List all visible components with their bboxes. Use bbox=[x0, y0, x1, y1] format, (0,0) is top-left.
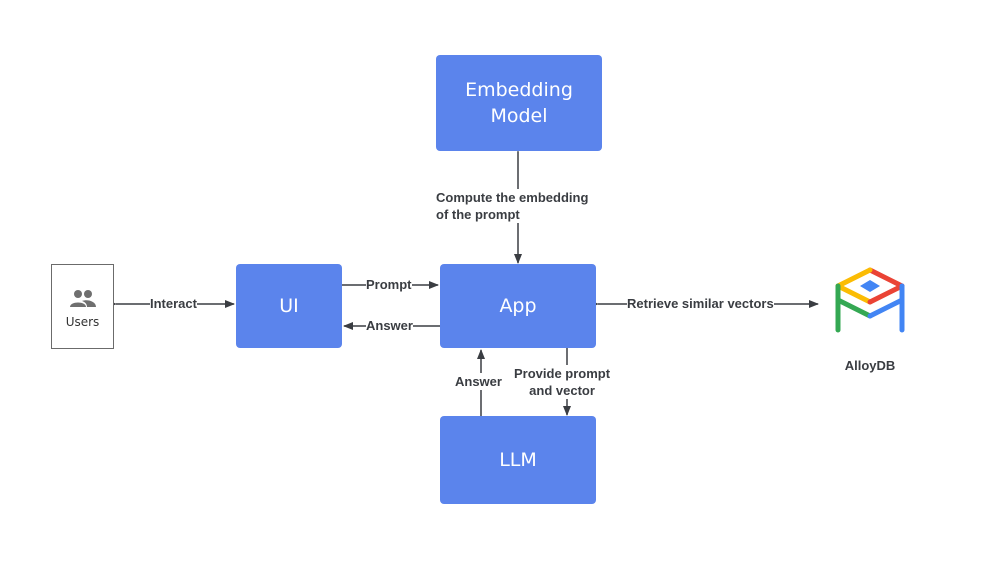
users-label: Users bbox=[65, 315, 100, 329]
prompt-label: Prompt bbox=[366, 276, 412, 293]
users-icon bbox=[70, 290, 96, 307]
app-label: App bbox=[499, 295, 537, 317]
embedding-model-line2: Model bbox=[490, 105, 548, 127]
alloydb-logo-icon bbox=[835, 267, 905, 333]
ui-label: UI bbox=[279, 295, 299, 317]
compute-line1: Compute the embedding bbox=[436, 190, 589, 205]
compute-line2: of the prompt bbox=[436, 207, 520, 222]
retrieve-vectors-label: Retrieve similar vectors bbox=[627, 295, 774, 312]
ui-node: UI bbox=[236, 264, 342, 348]
users-node: Users bbox=[51, 264, 114, 349]
answer-from-llm-label: Answer bbox=[455, 373, 502, 390]
embedding-model-node: Embedding Model bbox=[436, 55, 602, 151]
provide-line1: Provide prompt bbox=[514, 366, 611, 381]
answer-to-ui-label: Answer bbox=[366, 317, 413, 334]
compute-embedding-label: Compute the embedding of the prompt bbox=[436, 189, 589, 223]
app-node: App bbox=[440, 264, 596, 348]
embedding-model-line1: Embedding bbox=[465, 79, 573, 101]
llm-label: LLM bbox=[499, 449, 537, 471]
alloydb-label: AlloyDB bbox=[844, 358, 896, 373]
provide-prompt-label: Provide prompt and vector bbox=[514, 365, 611, 399]
interact-label: Interact bbox=[150, 295, 197, 312]
provide-line2: and vector bbox=[529, 383, 595, 398]
llm-node: LLM bbox=[440, 416, 596, 504]
